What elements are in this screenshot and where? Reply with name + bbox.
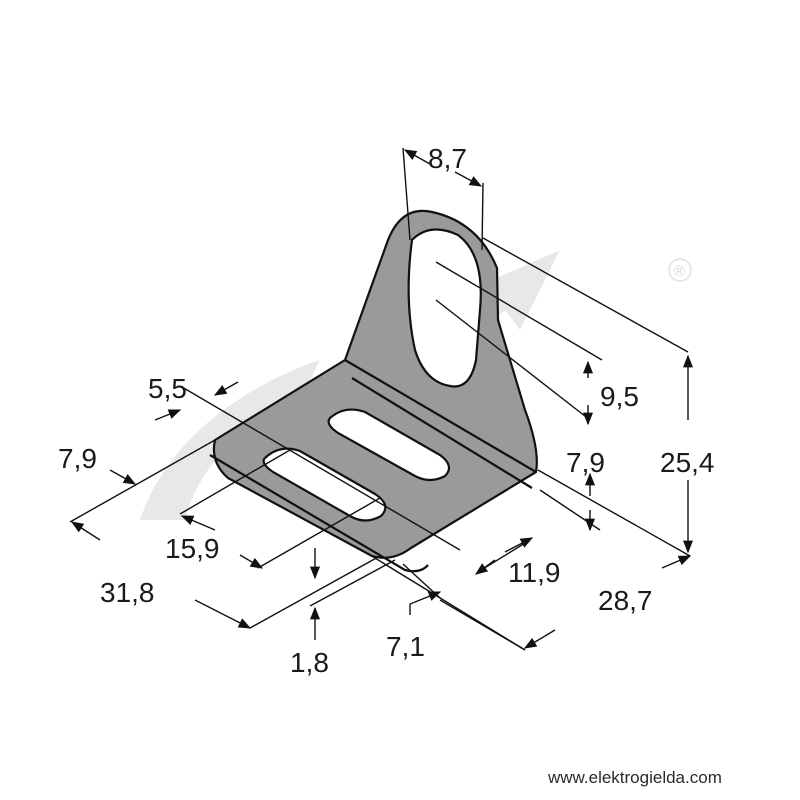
footer-url: www.elektrogielda.com (547, 768, 722, 787)
dim-11-9: 11,9 (508, 557, 560, 588)
dimension-lines (69, 147, 694, 651)
dim-7-9-right: 7,9 (566, 447, 605, 478)
registered-mark: ® (674, 263, 685, 280)
dimension-labels: 8,7 9,5 25,4 7,9 5,5 7,9 15,9 31,8 11,9 … (58, 143, 715, 678)
dim-15-9: 15,9 (165, 533, 220, 564)
dim-7-1: 7,1 (386, 631, 425, 662)
dim-25-4: 25,4 (660, 447, 715, 478)
dim-9-5: 9,5 (600, 381, 639, 412)
base-slot-rear (327, 408, 451, 482)
dim-8-7: 8,7 (428, 143, 467, 174)
dim-28-7: 28,7 (598, 585, 653, 616)
dim-5-5: 5,5 (148, 373, 187, 404)
base-slot-front (262, 447, 387, 522)
dim-31-8: 31,8 (100, 577, 155, 608)
vertical-slot (407, 228, 482, 388)
bracket-part (209, 209, 538, 573)
dim-7-9-left: 7,9 (58, 443, 97, 474)
dim-1-8: 1,8 (290, 647, 329, 678)
